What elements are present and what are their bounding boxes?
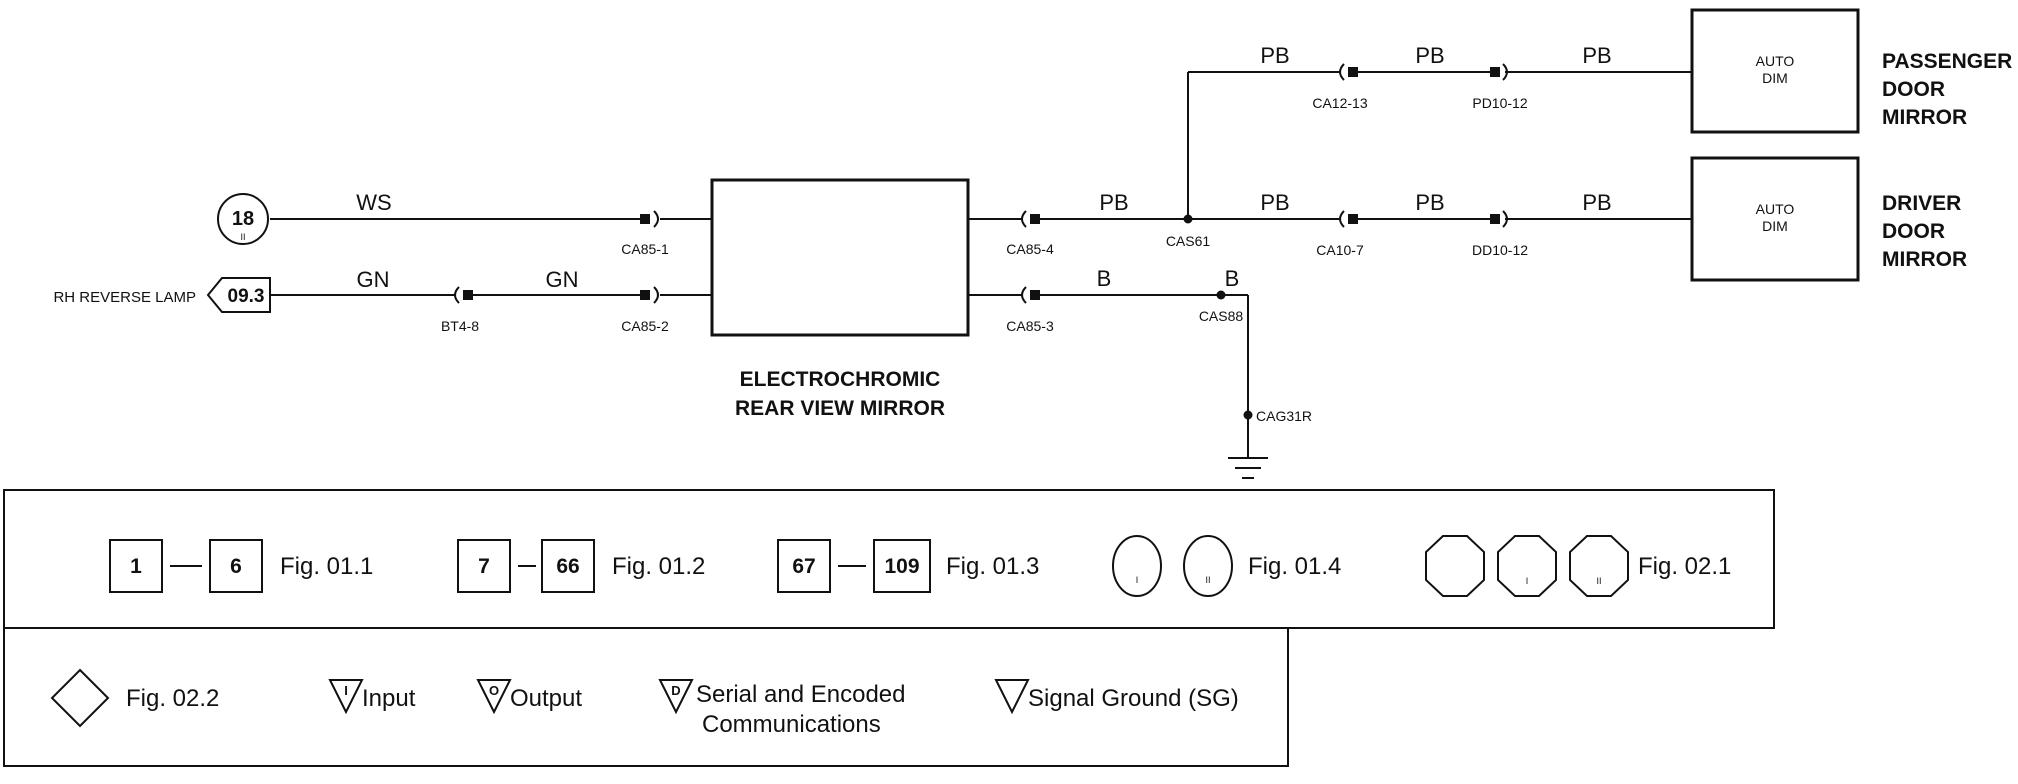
- ground-cag31r: CAG31R: [1256, 408, 1312, 424]
- connector-ca85-4: CA85-4: [1006, 241, 1054, 257]
- legend-octagon-i-text: I: [1526, 576, 1529, 586]
- legend-box-109-text: 109: [884, 555, 919, 578]
- main-mirror-label-2: REAR VIEW MIRROR: [735, 397, 945, 420]
- legend-input-letter: I: [344, 683, 348, 698]
- wire-color-pb-lower-2: PB: [1415, 190, 1444, 215]
- splice-cas88: CAS88: [1199, 308, 1244, 324]
- lamp-ref-number: 09.3: [228, 286, 265, 307]
- circle-ref-number: 18: [232, 208, 254, 230]
- wire-color-b-2: B: [1225, 266, 1240, 291]
- legend-box-67: [777, 539, 831, 593]
- legend-fig-01-1: Fig. 01.1: [280, 553, 373, 580]
- wire-color-pb-main: PB: [1099, 190, 1128, 215]
- passenger-name-3: MIRROR: [1882, 106, 1967, 129]
- wire-color-gn-2: GN: [546, 267, 579, 292]
- legend-octagon-ii-text: II: [1596, 576, 1601, 586]
- legend-output-letter: O: [489, 683, 499, 698]
- legend-box-66: [541, 539, 595, 593]
- legend-input-label: Input: [362, 685, 416, 712]
- wire-color-pb-upper-2: PB: [1415, 43, 1444, 68]
- driver-auto-dim-2: DIM: [1762, 218, 1788, 234]
- legend-output-triangle: [476, 679, 512, 715]
- driver-name-2: DOOR: [1882, 220, 1945, 243]
- wire-color-b-1: B: [1097, 266, 1112, 291]
- connector-ca85-2: CA85-2: [621, 318, 669, 334]
- legend-box-1: [109, 539, 163, 593]
- legend-box-67-text: 67: [792, 555, 815, 578]
- legend-fig-01-4: Fig. 01.4: [1248, 553, 1341, 580]
- connector-pd10-12: PD10-12: [1472, 95, 1527, 111]
- legend-circle-i-text: I: [1136, 575, 1139, 585]
- passenger-name-2: DOOR: [1882, 78, 1945, 101]
- legend-box-1-text: 1: [130, 555, 142, 578]
- legend-circle-i: [1112, 535, 1162, 597]
- main-mirror-label-1: ELECTROCHROMIC: [740, 368, 941, 391]
- circle-ref-sub: II: [240, 232, 245, 242]
- passenger-name-1: PASSENGER: [1882, 50, 2012, 73]
- connector-ca10-7: CA10-7: [1316, 242, 1364, 258]
- legend-box-6-text: 6: [230, 555, 242, 578]
- legend-fig-02-2: Fig. 02.2: [126, 685, 219, 712]
- legend-signal-ground-label: Signal Ground (SG): [1028, 685, 1239, 712]
- connector-dd10-12: DD10-12: [1472, 242, 1528, 258]
- legend-octagon: [1425, 535, 1485, 597]
- connector-symbols: [454, 63, 1508, 420]
- splice-cas61: CAS61: [1166, 233, 1211, 249]
- driver-auto-dim-1: AUTO: [1756, 201, 1795, 217]
- wires: [270, 71, 1692, 458]
- wire-color-pb-lower-3: PB: [1582, 190, 1611, 215]
- legend-output-label: Output: [510, 685, 582, 712]
- legend-box-109: [873, 539, 931, 593]
- legend-box-7: [457, 539, 511, 593]
- connector-ca85-1: CA85-1: [621, 241, 669, 257]
- passenger-auto-dim-1: AUTO: [1756, 53, 1795, 69]
- legend-serial-line-2: Communications: [702, 711, 881, 738]
- wire-color-pb-upper-3: PB: [1582, 43, 1611, 68]
- legend-octagon-i: [1497, 535, 1557, 597]
- legend-input-triangle: [328, 679, 364, 715]
- wire-color-pb-upper-1: PB: [1260, 43, 1289, 68]
- legend-box-7-text: 7: [478, 555, 490, 578]
- driver-mirror-box: [1690, 156, 1860, 282]
- legend-serial-line-1: Serial and Encoded: [696, 681, 905, 708]
- legend-box-6: [209, 539, 263, 593]
- legend-serial-letter: D: [671, 683, 680, 698]
- wire-color-ws: WS: [356, 190, 391, 215]
- lamp-reference-tag: [206, 277, 271, 313]
- legend-signal-ground-triangle: [994, 679, 1030, 715]
- ground-symbol: [1228, 457, 1268, 479]
- legend-fig-01-2: Fig. 01.2: [612, 553, 705, 580]
- legend-box-66-text: 66: [556, 555, 579, 578]
- circle-reference: [217, 193, 269, 245]
- passenger-mirror-box: [1690, 8, 1860, 134]
- connector-bt4-8: BT4-8: [441, 318, 479, 334]
- connector-ca85-3: CA85-3: [1006, 318, 1054, 334]
- legend-circle-ii-text: II: [1205, 575, 1210, 585]
- legend-diamond: [50, 668, 110, 728]
- wire-color-gn-1: GN: [357, 267, 390, 292]
- legend-circle-ii: [1183, 535, 1233, 597]
- legend-row-2: [3, 627, 1289, 767]
- legend-fig-01-3: Fig. 01.3: [946, 553, 1039, 580]
- legend-fig-02-1: Fig. 02.1: [1638, 553, 1731, 580]
- passenger-auto-dim-2: DIM: [1762, 70, 1788, 86]
- lamp-ref-label: RH REVERSE LAMP: [53, 289, 196, 306]
- legend-octagon-ii: [1569, 535, 1629, 597]
- driver-name-3: MIRROR: [1882, 248, 1967, 271]
- connector-ca12-13: CA12-13: [1312, 95, 1367, 111]
- legend-serial-triangle: [658, 679, 694, 715]
- driver-name-1: DRIVER: [1882, 192, 1961, 215]
- wire-color-pb-lower-1: PB: [1260, 190, 1289, 215]
- electrochromic-mirror-box: [710, 178, 970, 337]
